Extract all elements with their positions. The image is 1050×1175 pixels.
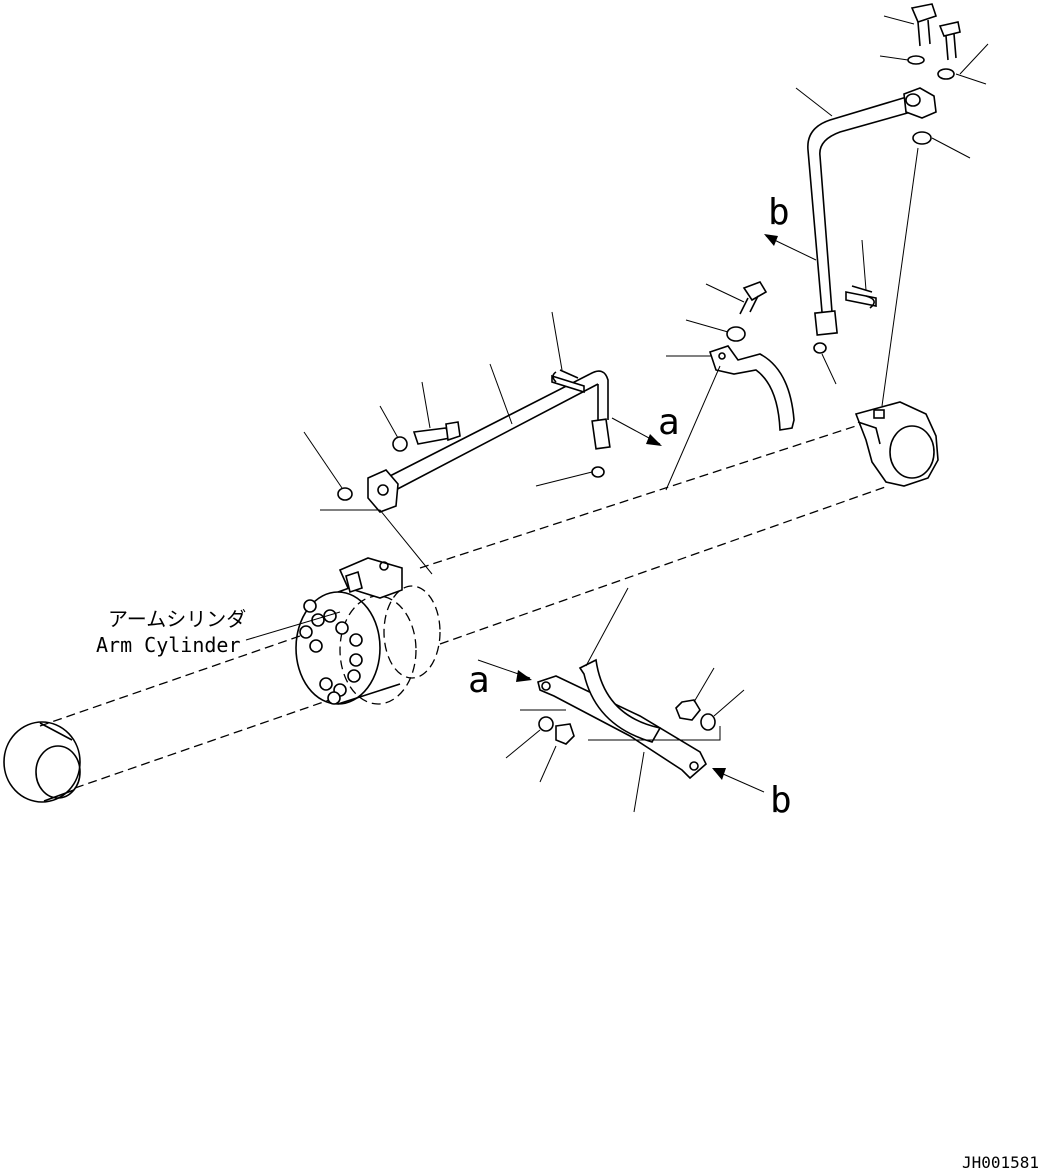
cylinder-rod [39, 635, 336, 789]
hose-clip-a [551, 369, 585, 394]
arrow-a-top-icon [646, 434, 662, 446]
o-ring-pipe-end-b [813, 342, 827, 354]
clamp-washer [726, 326, 746, 342]
cylinder-head-cover [295, 569, 441, 705]
washer-top-left [907, 55, 925, 65]
washer-flange-bolt [392, 436, 408, 452]
washer-top-right [937, 68, 955, 80]
arrow-a-bottom-icon [516, 670, 532, 682]
head-bolts [299, 599, 363, 705]
arm-cylinder [3, 401, 939, 803]
drawing-id: JH001581 [962, 1153, 1039, 1172]
flange-bolt [412, 421, 461, 445]
pipe-head-side [367, 369, 611, 513]
washer-right [700, 713, 716, 731]
ref-label-a-bottom: a [468, 660, 490, 701]
top-bolts [910, 3, 961, 61]
washer-left [538, 716, 554, 732]
arrow-b-top-icon [764, 234, 778, 246]
ref-label-b-bottom: b [770, 780, 792, 821]
ref-label-a-top: a [658, 402, 680, 443]
bracket-lower [537, 658, 707, 780]
clamp-bolt [739, 281, 768, 315]
arrow-b-bottom-icon [712, 768, 726, 780]
part-name-en: Arm Cylinder [96, 633, 241, 657]
nut-left [555, 723, 575, 745]
rod-eye [3, 721, 81, 803]
part-name-jp: アームシリンダ [108, 607, 246, 631]
ref-arrows [477, 234, 817, 793]
leader-lines [245, 15, 989, 813]
ref-label-b-top: b [768, 192, 790, 233]
pipe-bottom-side [807, 87, 937, 336]
o-ring-top [912, 131, 932, 145]
hose-clip-b [845, 285, 877, 307]
cylinder-tube [419, 423, 889, 645]
cylinder-bottom [854, 401, 939, 487]
nut-right [675, 699, 701, 721]
clamp-upper [708, 345, 795, 431]
o-ring-pipe-end-a [591, 466, 605, 478]
o-ring-flange [337, 487, 353, 501]
pipe-flange [367, 469, 399, 513]
